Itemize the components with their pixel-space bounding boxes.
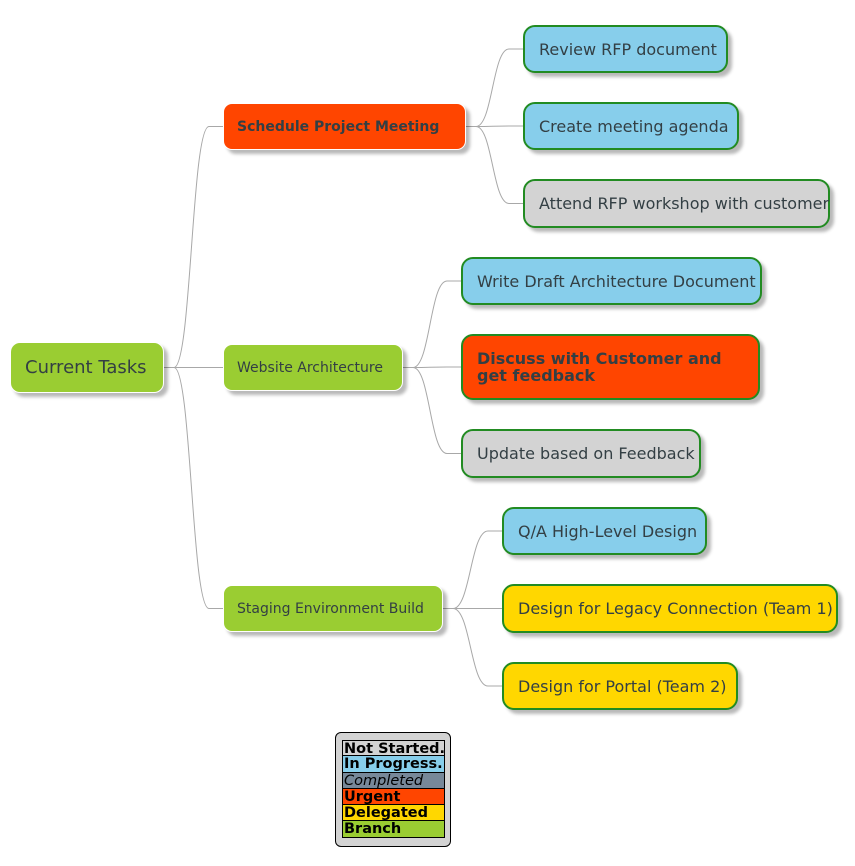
node-label: Current Tasks xyxy=(25,357,147,378)
edge-root-to-branch-0 xyxy=(164,126,223,368)
legend-item-branch: Branch xyxy=(342,821,445,838)
leaf-node-update-based-on-feedback[interactable]: Update based on Feedback xyxy=(461,429,701,478)
node-label: Update based on Feedback xyxy=(477,444,695,463)
node-label: Website Architecture xyxy=(237,359,383,376)
leaf-node-qa-high-level-design[interactable]: Q/A High-Level Design xyxy=(502,507,707,555)
node-label: Attend RFP workshop with customer xyxy=(539,194,830,213)
legend-item-in-progress: In Progress. xyxy=(342,756,445,773)
branch-node-staging-environment-build[interactable]: Staging Environment Build xyxy=(223,585,443,632)
edge-branch-0-to-leaf-0 xyxy=(466,48,523,127)
legend-item-urgent: Urgent xyxy=(342,788,445,806)
legend-item-completed: Completed xyxy=(342,772,445,789)
leaf-node-write-draft-architecture-document[interactable]: Write Draft Architecture Document xyxy=(461,257,762,305)
edge-branch-2-to-leaf-0 xyxy=(443,530,502,609)
node-label: Schedule Project Meeting xyxy=(237,118,440,135)
legend-item-not-started: Not Started. xyxy=(342,740,445,757)
branch-node-schedule-project-meeting[interactable]: Schedule Project Meeting xyxy=(223,103,466,150)
leaf-node-discuss-with-customer[interactable]: Discuss with Customer and get feedback xyxy=(461,334,760,400)
node-label: Review RFP document xyxy=(539,39,717,59)
leaf-node-design-for-portal[interactable]: Design for Portal (Team 2) xyxy=(502,662,738,710)
leaf-node-review-rfp-document[interactable]: Review RFP document xyxy=(523,25,728,73)
branch-node-website-architecture[interactable]: Website Architecture xyxy=(223,344,403,391)
edge-branch-2-to-leaf-2 xyxy=(443,608,502,687)
node-label: Staging Environment Build xyxy=(237,600,424,617)
leaf-node-design-for-legacy-connection[interactable]: Design for Legacy Connection (Team 1) xyxy=(502,584,838,633)
edge-branch-1-to-leaf-2 xyxy=(403,367,461,454)
legend-item-delegated: Delegated xyxy=(342,805,445,822)
leaf-node-create-meeting-agenda[interactable]: Create meeting agenda xyxy=(523,102,739,150)
node-label: Design for Legacy Connection (Team 1) xyxy=(518,599,833,618)
root-node-current-tasks[interactable]: Current Tasks xyxy=(10,342,164,393)
node-label: Discuss with Customer and get feedback xyxy=(477,349,722,385)
node-label: Q/A High-Level Design xyxy=(518,521,698,541)
node-label: Create meeting agenda xyxy=(539,116,729,136)
leaf-node-attend-rfp-workshop[interactable]: Attend RFP workshop with customer xyxy=(523,179,830,228)
node-label: Design for Portal (Team 2) xyxy=(518,676,727,696)
node-label: Write Draft Architecture Document xyxy=(477,271,756,291)
edge-branch-1-to-leaf-0 xyxy=(403,280,461,368)
edge-root-to-branch-2 xyxy=(164,367,223,609)
edge-branch-0-to-leaf-2 xyxy=(466,126,523,204)
status-legend: Not Started. In Progress. Completed Urge… xyxy=(335,732,451,847)
